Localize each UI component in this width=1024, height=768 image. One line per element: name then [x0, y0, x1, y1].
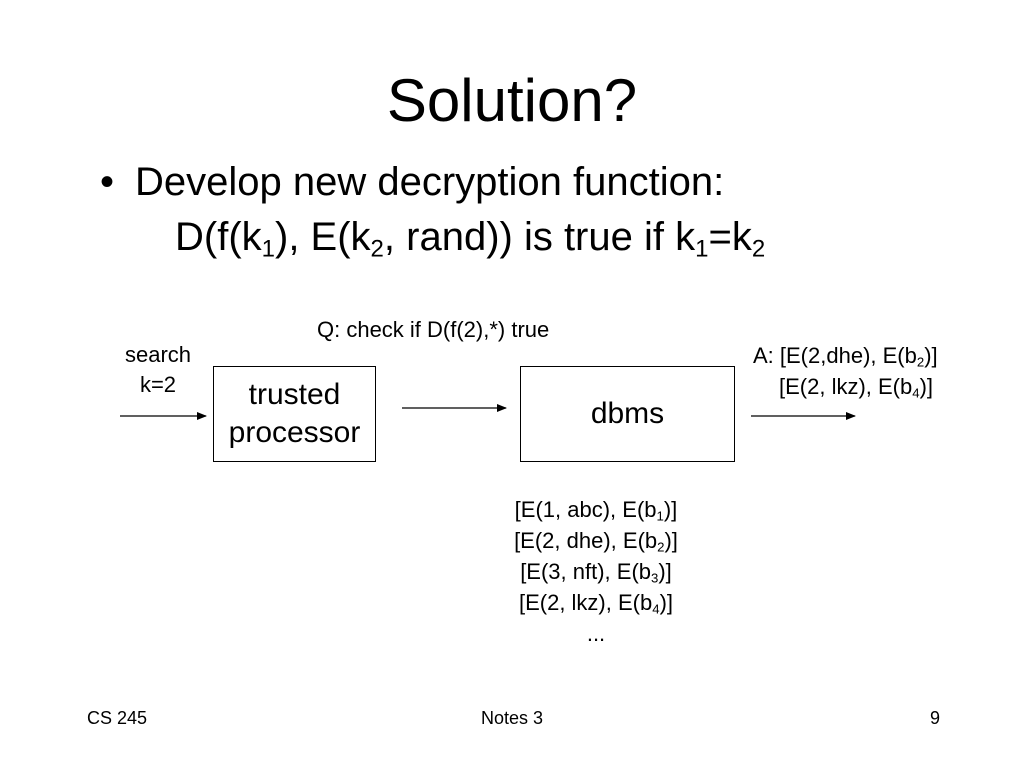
footer-course: CS 245 — [87, 708, 148, 728]
bullet-text: Develop new decryption function: — [135, 160, 725, 204]
search-label-line2: k=2 — [139, 372, 177, 397]
record-row: [E(2, lkz), E(b4)] — [518, 590, 674, 617]
bullet-marker: • — [100, 160, 115, 204]
slide-title: Solution? — [386, 67, 638, 134]
formula-part-2: ), E(k — [275, 215, 371, 259]
trusted-processor-line2: processor — [228, 416, 361, 449]
search-label-line1: search — [124, 342, 192, 367]
trusted-processor-line1: trusted — [248, 378, 341, 411]
query-label: Q: check if D(f(2),*) true — [317, 317, 550, 342]
trusted-processor-box: trusted processor — [213, 366, 376, 462]
answer-line-1: A: [E(2,dhe), E(b2)] — [753, 341, 938, 371]
formula-part-4: =k — [708, 215, 752, 259]
footer-page-number: 9 — [929, 708, 940, 728]
formula-part-3: , rand)) is true if k — [383, 215, 696, 259]
footer-notes: Notes 3 — [480, 708, 544, 728]
formula-sub-3: 1 — [695, 235, 709, 263]
formula-sub-2: 2 — [370, 235, 384, 263]
answer-line-1-sub: 2 — [916, 354, 925, 370]
formula-part-1: D(f(k — [175, 215, 262, 259]
record-row: [E(2, dhe), E(b2)] — [514, 528, 678, 555]
records-more: ... — [586, 621, 606, 646]
records-list: [E(1, abc), E(b1)] [E(2, dhe), E(b2)] [E… — [446, 494, 746, 649]
dbms-box: dbms — [520, 366, 735, 462]
record-row: [E(3, nft), E(b3)] — [520, 559, 672, 586]
answer-line-1-end: )] — [924, 343, 938, 368]
answer-line-2-end: )] — [919, 374, 934, 399]
record-row: [E(1, abc), E(b1)] — [514, 497, 678, 524]
dbms-label: dbms — [590, 397, 665, 430]
search-label: search k=2 — [108, 340, 208, 400]
formula-sub-4: 2 — [751, 235, 766, 263]
answer-line-2-sub: 4 — [912, 385, 920, 401]
answer-line-2: [E(2, lkz), E(b4)] — [779, 372, 933, 402]
formula-sub-1: 1 — [261, 235, 275, 263]
answer-line-1-text: A: [E(2,dhe), E(b — [753, 343, 917, 368]
decryption-formula: D(f(k1), E(k2, rand)) is true if k1=k2 — [175, 213, 765, 261]
answer-line-2-text: [E(2, lkz), E(b — [779, 374, 913, 399]
